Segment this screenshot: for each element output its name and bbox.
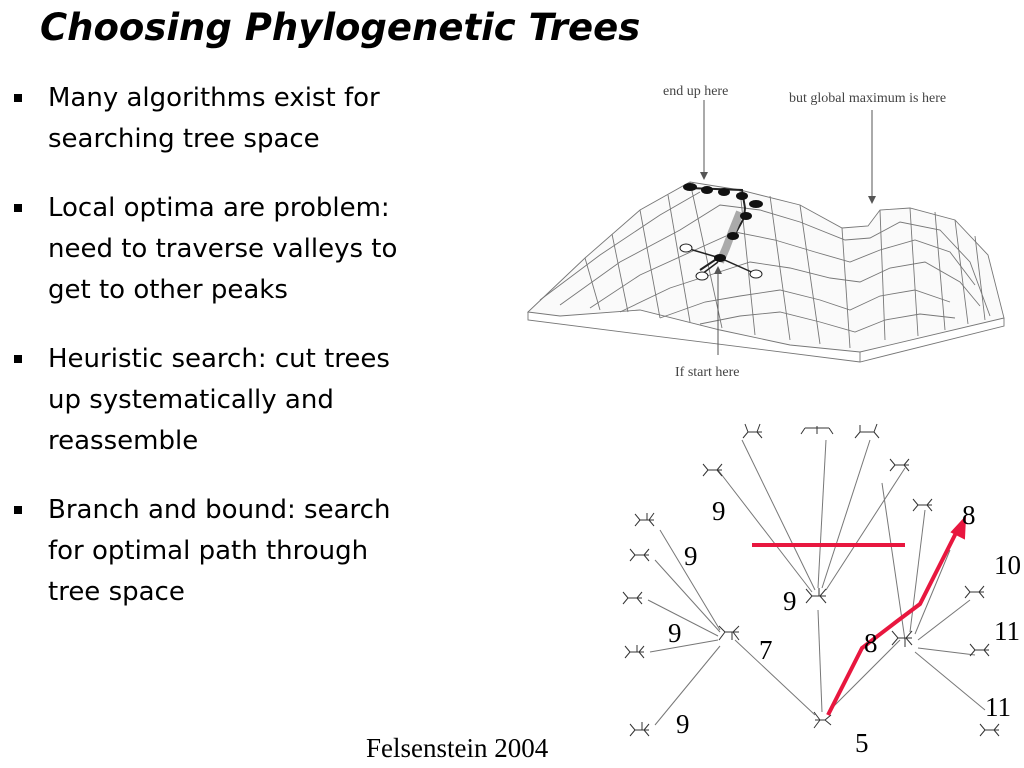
score-label: 8 — [962, 500, 976, 530]
bullet-line: tree space — [48, 577, 185, 607]
score-label: 7 — [759, 635, 773, 665]
bullet-item: Heuristic search: cut trees up systemati… — [14, 339, 494, 462]
bullet-line: up systematically and — [48, 385, 334, 415]
bullet-line: get to other peaks — [48, 275, 288, 305]
landscape-surface — [526, 181, 1005, 363]
citation: Felsenstein 2004 — [366, 733, 549, 763]
bnb-connector-lines — [647, 439, 986, 726]
score-label: 11 — [985, 692, 1011, 722]
optimal-path-line — [826, 524, 962, 716]
bullet-line: Heuristic search: cut trees — [48, 344, 390, 374]
bullet-line: need to traverse valleys to — [48, 234, 398, 264]
label-end-up-here: end up here — [663, 84, 728, 99]
score-label: 11 — [994, 616, 1020, 646]
bullet-item: Local optima are problem: need to traver… — [14, 188, 494, 311]
bnb-tree-glyphs — [622, 423, 1000, 737]
bullet-line: Local optima are problem: — [48, 193, 390, 223]
square-bullet-icon — [14, 204, 22, 212]
label-start-here: If start here — [675, 365, 740, 380]
square-bullet-icon — [14, 506, 22, 514]
score-label: 9 — [684, 541, 698, 571]
score-label: 9 — [712, 496, 726, 526]
landscape-search-path — [679, 183, 763, 281]
bullet-line: searching tree space — [48, 124, 320, 154]
bullet-line: Many algorithms exist for — [48, 83, 380, 113]
square-bullet-icon — [14, 94, 22, 102]
bullet-line: for optimal path through — [48, 536, 369, 566]
score-label: 10 — [994, 550, 1021, 580]
bullet-item: Many algorithms exist for searching tree… — [14, 78, 494, 160]
score-label: 9 — [668, 618, 682, 648]
optimal-path-arrowhead — [950, 515, 967, 540]
score-label: 9 — [676, 709, 690, 739]
label-global-maximum: but global maximum is here — [789, 91, 946, 106]
score-label: 8 — [864, 628, 878, 658]
bullet-item: Branch and bound: search for optimal pat… — [14, 490, 494, 613]
score-label: 9 — [783, 586, 797, 616]
square-bullet-icon — [14, 355, 22, 363]
bullet-line: Branch and bound: search — [48, 495, 391, 525]
score-label: 5 — [855, 728, 869, 758]
slide-title: Choosing Phylogenetic Trees — [40, 6, 641, 49]
bullet-line: reassemble — [48, 426, 199, 456]
bullet-list: Many algorithms exist for searching tree… — [14, 78, 494, 641]
